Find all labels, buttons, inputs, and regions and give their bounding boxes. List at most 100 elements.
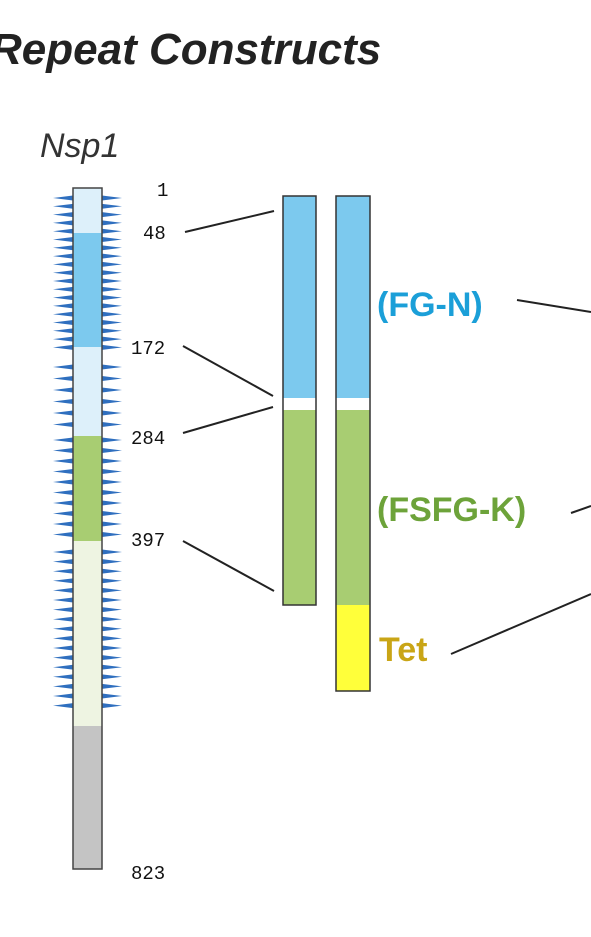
fg-repeat-spike-right-30 <box>101 489 122 496</box>
fg-repeat-spike-left-22 <box>53 398 74 405</box>
leader-line-397 <box>182 540 275 592</box>
fg-repeat-spike-left-10 <box>53 278 74 284</box>
fg-repeat-spike-right-3 <box>101 220 122 226</box>
fg-repeat-spike-right-17 <box>101 336 122 342</box>
fg-repeat-spike-right-23 <box>101 410 122 416</box>
residue-label-1: 1 <box>157 180 168 202</box>
fg-repeat-spike-right-8 <box>101 261 122 267</box>
fg-repeat-spike-left-21 <box>53 387 74 393</box>
fg-repeat-spike-left-26 <box>53 447 74 454</box>
construct-fg-fsfg-tet <box>335 195 371 692</box>
label-tet: Tet <box>379 631 427 669</box>
leader-line-172 <box>182 345 274 397</box>
fg-repeat-spike-left-23 <box>53 410 74 416</box>
nsp1-bar <box>72 187 103 870</box>
construct2-tet-segment <box>336 605 370 691</box>
residue-label-284: 284 <box>131 428 165 450</box>
construct2-fsfg-segment <box>336 410 370 605</box>
fg-repeat-spike-left-5 <box>53 236 74 243</box>
fg-repeat-spike-left-27 <box>53 458 74 464</box>
fg-repeat-spike-left-50 <box>53 693 74 699</box>
fg-repeat-spike-left-2 <box>53 212 74 218</box>
fg-repeat-spike-left-25 <box>53 437 74 443</box>
fg-repeat-spike-left-16 <box>53 328 74 334</box>
fg-repeat-spike-left-8 <box>53 261 74 267</box>
fg-repeat-spike-right-31 <box>101 500 122 506</box>
fg-repeat-spike-right-42 <box>101 616 122 622</box>
construct1-fg-segment <box>283 196 316 398</box>
diagram-title: Repeat Constructs <box>0 25 381 74</box>
fg-repeat-spike-right-11 <box>101 286 122 292</box>
fg-repeat-spike-left-9 <box>53 270 74 276</box>
fg-repeat-spike-right-2 <box>101 212 122 218</box>
fg-repeat-spike-right-21 <box>101 387 122 393</box>
fg-repeat-spike-left-11 <box>53 286 74 292</box>
fg-repeat-spike-left-17 <box>53 336 74 342</box>
fg-repeat-spike-left-33 <box>53 521 74 527</box>
fg-repeat-spike-left-46 <box>53 655 74 661</box>
fg-repeat-spike-left-48 <box>53 674 74 680</box>
fg-repeat-spike-right-46 <box>101 655 122 661</box>
fg-repeat-spike-right-1 <box>101 203 122 209</box>
fg-repeat-spike-right-39 <box>101 587 122 593</box>
fg-repeat-spike-right-22 <box>101 398 122 405</box>
construct1-outline <box>282 195 317 606</box>
fg-repeat-spike-right-15 <box>101 319 122 326</box>
fg-repeat-spike-right-27 <box>101 458 122 464</box>
fg-repeat-spike-right-36 <box>101 559 122 565</box>
fg-repeat-spike-right-19 <box>101 364 122 370</box>
nsp1-bar-outline <box>72 187 103 870</box>
fg-repeat-spike-right-40 <box>101 597 122 603</box>
pointer-line-tet <box>450 593 591 655</box>
fg-repeat-spike-right-44 <box>101 635 122 641</box>
construct2-outline <box>335 195 371 692</box>
fg-repeat-spike-right-9 <box>101 270 122 276</box>
fg-repeat-spike-left-39 <box>53 587 74 593</box>
fg-repeat-spike-left-36 <box>53 559 74 565</box>
fg-repeat-spike-right-7 <box>101 253 122 259</box>
nsp1-segment-n-terminal <box>73 188 102 233</box>
fg-repeat-spike-left-35 <box>53 549 74 555</box>
fg-repeat-spike-left-47 <box>53 664 74 670</box>
construct1-fsfg-segment <box>283 410 316 605</box>
fg-repeat-spike-left-38 <box>53 578 74 584</box>
marker-leader-lines <box>182 210 275 592</box>
residue-label-172: 172 <box>131 338 165 360</box>
leader-line-284 <box>182 406 274 434</box>
label-fg-n: (FG-N) <box>377 286 483 324</box>
leader-line-48 <box>184 210 275 233</box>
fg-repeat-spike-left-20 <box>53 375 74 382</box>
fg-repeat-spike-right-37 <box>101 568 122 574</box>
fg-repeat-spike-right-41 <box>101 607 122 613</box>
construct2-linker <box>336 398 370 410</box>
fg-repeat-spike-left-4 <box>53 228 74 234</box>
nsp1-segment-fg-region <box>73 233 102 347</box>
pointer-line-fg-n <box>516 299 591 313</box>
protein-name: Nsp1 <box>40 127 119 165</box>
residue-label-823: 823 <box>131 863 165 885</box>
fg-repeat-spike-left-12 <box>53 295 74 301</box>
pointer-line-fsfg-k <box>570 505 591 514</box>
fg-repeat-spike-right-34 <box>101 531 122 538</box>
fg-repeat-spike-right-48 <box>101 674 122 680</box>
fg-repeat-spike-right-20 <box>101 375 122 382</box>
fg-repeat-spike-left-30 <box>53 489 74 496</box>
fg-repeat-spike-right-29 <box>101 479 122 485</box>
fg-repeat-spike-left-29 <box>53 479 74 485</box>
fg-repeat-spike-right-0 <box>101 195 122 201</box>
label-fsfg-k: (FSFG-K) <box>377 491 526 529</box>
fg-repeat-spike-right-28 <box>101 468 122 475</box>
fg-repeat-spike-right-33 <box>101 521 122 527</box>
fg-repeat-spike-right-50 <box>101 693 122 699</box>
construct2-fg-segment <box>336 196 370 398</box>
fg-repeat-spike-right-51 <box>101 703 122 709</box>
fg-repeat-spike-left-51 <box>53 703 74 709</box>
nsp1-segment-fsfg-tail <box>73 541 102 726</box>
nsp1-segment-fsfg-region <box>73 436 102 541</box>
fg-repeat-spike-left-14 <box>53 311 74 317</box>
fg-repeat-spike-right-4 <box>101 228 122 234</box>
fg-repeat-spike-right-47 <box>101 664 122 670</box>
fg-repeat-spike-right-38 <box>101 578 122 584</box>
fg-repeat-spike-left-49 <box>53 683 74 689</box>
